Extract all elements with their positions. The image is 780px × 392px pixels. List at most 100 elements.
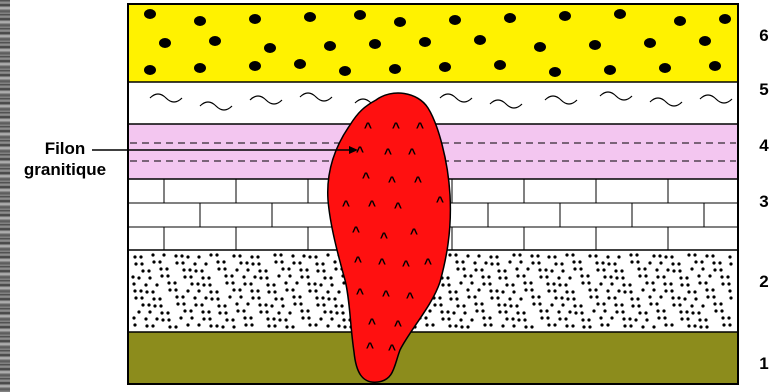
dot: [153, 304, 156, 307]
dot: [617, 255, 620, 258]
dot: [258, 303, 261, 306]
dot: [564, 317, 567, 320]
dot: [599, 282, 602, 285]
dot: [232, 325, 235, 328]
dot: [503, 269, 506, 272]
dot: [159, 267, 162, 270]
dot: [448, 324, 451, 327]
layer-6-number: 6: [752, 26, 776, 46]
dot: [677, 296, 680, 299]
dot: [729, 262, 732, 265]
dot: [251, 262, 254, 265]
dot: [335, 311, 338, 314]
dot: [433, 303, 436, 306]
granite-caret: ^: [368, 197, 376, 213]
dot: [603, 309, 606, 312]
dot: [662, 275, 665, 278]
dot: [239, 295, 242, 298]
dot: [560, 296, 563, 299]
dot: [141, 303, 144, 306]
dot: [726, 275, 729, 278]
dot: [207, 310, 210, 313]
dot: [285, 325, 288, 328]
dot: [288, 311, 291, 314]
dot: [720, 309, 723, 312]
dot: [638, 274, 641, 277]
dot: [243, 282, 246, 285]
dot: [326, 324, 329, 327]
dot: [547, 255, 550, 258]
dot: [452, 311, 455, 314]
dot: [315, 262, 318, 265]
granite-caret: ^: [356, 143, 364, 159]
dot: [490, 262, 493, 265]
dot: [631, 304, 634, 307]
dot: [648, 261, 651, 264]
dot: [466, 288, 469, 291]
dot: [342, 318, 345, 321]
dot: [686, 283, 689, 286]
dot: [557, 276, 560, 279]
dot: [284, 281, 287, 284]
dot: [462, 304, 465, 307]
granite-caret: ^: [424, 255, 432, 271]
dot: [705, 254, 708, 257]
dot: [461, 260, 464, 263]
dot: [467, 295, 470, 298]
dot: [210, 297, 213, 300]
dot: [530, 254, 533, 257]
dot: [679, 276, 682, 279]
dot: [463, 311, 466, 314]
dot: [580, 311, 583, 314]
dot: [239, 261, 242, 264]
dot: [592, 309, 595, 312]
dot: [207, 276, 210, 279]
dot: [134, 296, 137, 299]
dot: [571, 324, 574, 327]
dot: [573, 304, 576, 307]
dot: [557, 310, 560, 313]
dot: [295, 281, 298, 284]
dot: [512, 253, 515, 256]
dot: [188, 268, 191, 271]
dot: [704, 318, 707, 321]
dot: [587, 281, 590, 284]
dot: [658, 254, 661, 257]
dot: [617, 289, 620, 292]
dot: [292, 261, 295, 264]
dot: [281, 304, 284, 307]
dot: [655, 268, 658, 271]
dot: [663, 316, 666, 319]
dot: [516, 274, 519, 277]
dot: [448, 253, 451, 256]
dot: [488, 316, 491, 319]
dot: [302, 254, 305, 257]
dot: [147, 269, 150, 272]
dot: [511, 283, 514, 286]
dot: [190, 282, 193, 285]
dot: [321, 262, 324, 265]
dot: [599, 316, 602, 319]
dot: [721, 316, 724, 319]
dot: [652, 288, 655, 291]
dot: [314, 255, 317, 258]
dot: [638, 311, 641, 314]
dot: [174, 325, 177, 328]
dot: [285, 288, 288, 291]
dot: [529, 281, 532, 284]
dot: [701, 267, 704, 270]
dot: [473, 261, 476, 264]
dot: [166, 311, 169, 314]
pebble: [709, 61, 721, 71]
dot: [581, 281, 584, 284]
dot: [180, 254, 183, 257]
dot: [516, 311, 519, 314]
dot: [651, 281, 654, 284]
dot: [636, 297, 639, 300]
dot: [672, 303, 675, 306]
dot: [243, 316, 246, 319]
dot: [326, 290, 329, 293]
dot: [550, 303, 553, 306]
dot: [329, 310, 332, 313]
dot: [497, 303, 500, 306]
